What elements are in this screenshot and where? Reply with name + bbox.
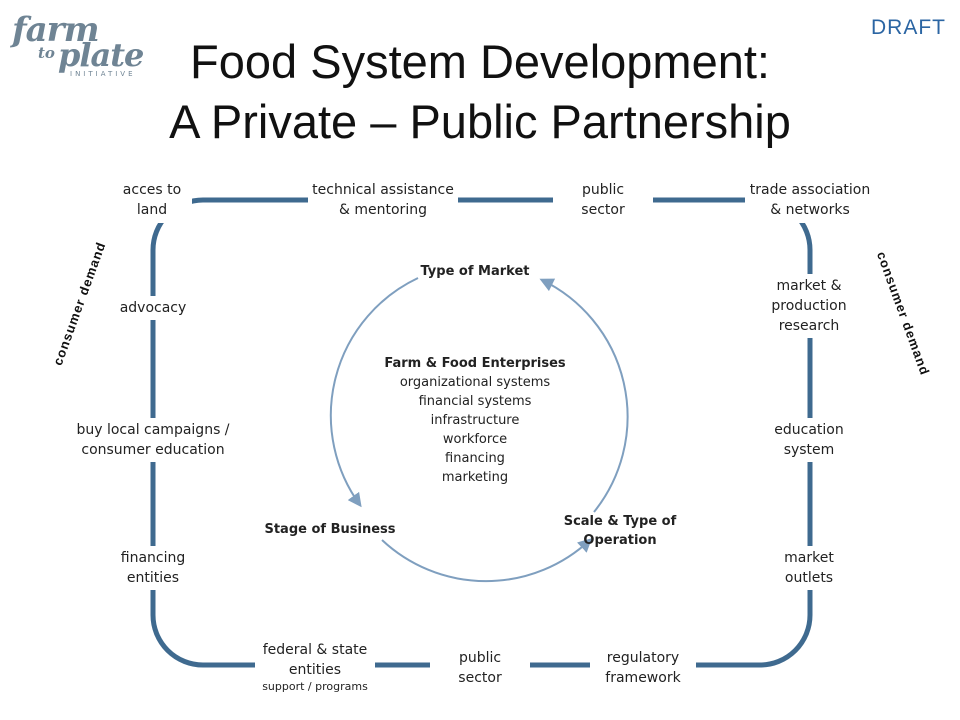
node-acces-to-land: acces to land: [112, 180, 192, 223]
center-item: organizational systems: [399, 375, 551, 390]
farm-to-plate-logo: farm to plate INITIATIVE: [12, 10, 144, 78]
node-public-sector-bottom: public sector: [430, 646, 530, 690]
center-enterprises-block: Farm & Food Enterprises organizational s…: [370, 354, 580, 487]
cycle-arc-left: [329, 277, 419, 508]
node-financing-entities: financing entities: [110, 546, 196, 590]
node-education-system: education system: [767, 418, 851, 462]
center-item: marketing: [441, 470, 509, 485]
cycle-arc-right: [539, 278, 629, 513]
draft-label: DRAFT: [871, 16, 946, 39]
cycle-scale-type-of-operation: Scale & Type of Operation: [563, 514, 677, 548]
page-title-line-1: Food System Development:: [190, 35, 770, 88]
cycle-stage-of-business: Stage of Business: [264, 522, 396, 537]
center-item: financing: [445, 451, 505, 466]
federal-state-subtext: support / programs: [262, 680, 368, 693]
node-advocacy: advocacy: [115, 296, 191, 320]
cycle-type-of-market: Type of Market: [420, 264, 530, 279]
node-federal-state-entities: federal & state entities support / progr…: [255, 638, 375, 696]
cycle-arc-bottom: [381, 538, 593, 583]
node-market-outlets: market outlets: [772, 546, 846, 590]
node-regulatory-framework: regulatory framework: [590, 646, 696, 690]
node-trade-association: trade association & networks: [745, 180, 875, 223]
node-market-production-research: market & production research: [764, 274, 854, 338]
center-item: financial systems: [418, 394, 532, 409]
node-buy-local-campaigns: buy local campaigns / consumer education: [72, 418, 234, 462]
center-title: Farm & Food Enterprises: [384, 356, 566, 371]
node-technical-assistance: technical assistance & mentoring: [308, 180, 458, 223]
node-public-sector-top: public sector: [553, 180, 653, 223]
center-item: workforce: [442, 432, 508, 447]
center-item: infrastructure: [430, 413, 520, 428]
page-title-line-2: A Private – Public Partnership: [169, 95, 791, 148]
